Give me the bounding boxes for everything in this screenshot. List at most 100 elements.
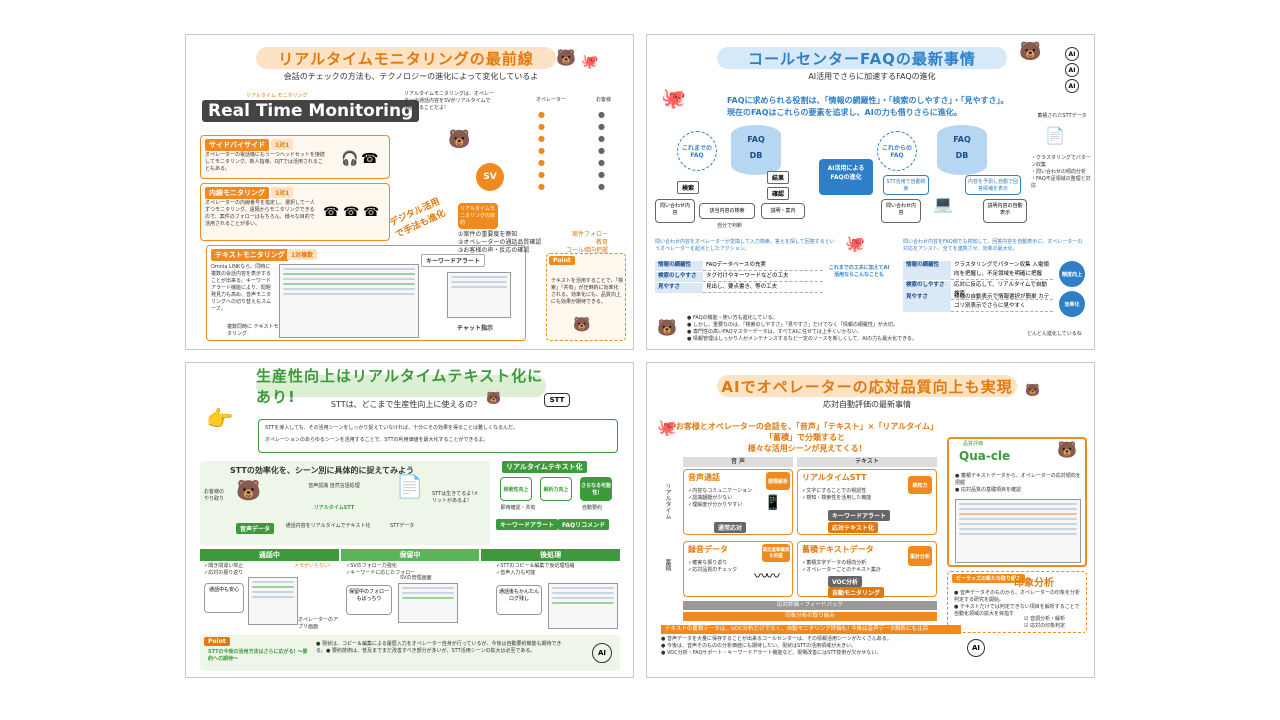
text-column-header: テキスト (797, 457, 937, 467)
slide-faq[interactable]: コールセンターFAQの最新事情 AI活用でさらに加速するFAQの進化 🐻 AI … (646, 34, 1095, 350)
line-ratio: 1対1 (271, 187, 294, 198)
octopus-mascot-icon: 🐙 (581, 54, 599, 70)
q3-points: ✓確実な振り返り ✓応対品質のチェック (688, 560, 738, 573)
slide-stt-productivity[interactable]: 生産性向上はリアルタイムテキスト化にあり! STTは、どこまで生産性向上に使える… (185, 362, 634, 678)
feedback-bar: 応対評価・フィードバック (683, 601, 937, 610)
voice-column-header: 音 声 (683, 457, 793, 467)
rt-text-area: リアルタイムテキスト化 検索性向上 解析力向上 さらなる可能性! 即時確認・共有… (496, 461, 620, 531)
bear-mascot-icon: 🐻 (1025, 383, 1040, 397)
point-card: Point テキストを活用することで、「検索」「共有」が圧倒的に効率化される。効… (546, 253, 626, 341)
q1-badge: 感情解析 (766, 472, 790, 490)
accum-points: ・クラスタリングでパターン収集 ・問い合わせの傾向分析 ・FAQ不足領域の整理と… (1031, 155, 1091, 189)
intro-line1: STTを導入しても、その活用シーンをしっかり捉えていなければ、十分にその効果を得… (265, 425, 518, 431)
q1-tag: 通常応対 (714, 522, 747, 533)
keyword-alert-tag: キーワードアラート (496, 519, 559, 530)
headline-1: お客様とオペレーターの会話を、「音声」「テキスト」×「リアルタイム」「蓄積」で分… (675, 422, 935, 442)
phase2-note: 保留中のフォローもばっちり (346, 585, 392, 615)
quacle-logo: Qua-cle (959, 449, 1011, 463)
phase-after: 後処理 (481, 549, 621, 561)
future-note: ● 現状は、コピー＆編集による履歴入力をオペレーター自身が行っているが、今後は自… (316, 641, 562, 654)
confirm-label: 確認 (767, 187, 790, 200)
recording-card: 録音データ 満足度等確実を把握 ✓確実な振り返り ✓応対品質のチェック 〰〰 (683, 541, 793, 597)
phase2-points: ✓SVのフォロー力強化 ✓キーワードに応じたフォロー (346, 563, 416, 576)
ai-badge: AI (1065, 63, 1079, 77)
search-label: 検索 (677, 181, 700, 194)
ai-badge: AI (1065, 47, 1079, 61)
operator-icon: 🐻 (236, 478, 261, 502)
sv-badge: SV (476, 163, 504, 191)
hero-note: リアルタイムモニタリングは、オペレーターの通話内容をSVがリアルタイムで把握する… (404, 91, 494, 111)
future-title: STTの今後の活用方法はさらに広がる! 〜要約への期待〜 (208, 649, 308, 662)
bear-mascot-icon: 🐻 (486, 391, 501, 405)
impression-title: 印象分析 (1014, 578, 1054, 589)
self-judge-label: 自分で判断 (717, 223, 743, 229)
faq-notes: ● FAQの機能・使い方も進化している。 ● しかし、重要なのは、「検索のしやす… (687, 315, 918, 342)
octopus-mascot-icon: 🐙 (657, 418, 677, 437)
tail-comment: どんどん進化しているね (1027, 331, 1082, 337)
auto-summary: 自動要約 (582, 505, 603, 511)
pointing-hand-icon: 👉 (206, 407, 234, 432)
rt-stt-card: リアルタイムSTT 検知力 ✓文字にすることでの視認性 ✓検知・検索性を活用した… (797, 469, 937, 535)
digital-evolution-arrow: デジタル活用で手法も進化 (388, 196, 448, 241)
quacle-report-screen (955, 499, 1081, 563)
slide-ai-quality[interactable]: AIでオペレーターの応対品質向上も実現 応対自動評価の最新事情 🐻 お客様とオペ… (646, 362, 1095, 678)
q4-tag1: VOC分析 (828, 576, 863, 587)
purpose-list: ①案件の重要度を察知案件フォロー ②オペレーターの通話品質確認教育 ③お客様の声… (458, 231, 608, 255)
sv-screen-label: SVの管理画面 (400, 575, 432, 581)
monitoring-screen-mock (279, 264, 419, 338)
phase1-note: 通話中も安心 (204, 583, 244, 613)
slide3-subtitle: STTは、どこまで生産性向上に使えるの？ (330, 400, 482, 409)
sv-admin-screen (398, 583, 458, 623)
q2-badge: 検知力 (908, 476, 932, 494)
q1-points: ✓内容なコミュニケーション ✓認識齟齬が少ない ✓理解度が分かりやすい (688, 488, 753, 508)
q4-badge: 集計分析 (908, 546, 932, 566)
octopus-ai-icon: 🐙 (845, 234, 865, 253)
waveform-icon: 〰〰 (754, 569, 780, 585)
q2-tag2: 応対テキスト化 (828, 522, 878, 533)
phone-icon: ☎ (363, 205, 380, 220)
analysis-improvement: 解析力向上 (540, 477, 572, 501)
faq-intro-line2: 現在のFAQはこれらの要素を追求し、AIの力も借りさらに進化。 (727, 108, 962, 117)
ai-answer-box: 内容を予測し自動で回答候補を表示 (965, 175, 1021, 195)
sbs-ratio: 1対1 (271, 139, 294, 150)
text-mon-note: 複数同時に テキストモニタリング (227, 324, 284, 337)
phase-bar: 通話中 保留中 後処理 (200, 549, 621, 561)
text-mon-label: テキストモニタリング (211, 249, 289, 261)
phase-hold: 保留中 (340, 549, 480, 561)
q3-badge: 満足度等確実を把握 (762, 544, 790, 562)
before-row-2: 検索のしやすさタグ付けやキーワードなどの工夫 (655, 272, 823, 282)
instant-share: 即時確認・共有 (500, 505, 536, 511)
customer-label: お客様 (596, 97, 612, 103)
ai-badge: AI (1065, 79, 1079, 93)
quacle-points: ● 蓄積テキストデータから、オペレーターの応対傾向を把握 ● 応対品質の基礎項目… (955, 473, 1081, 493)
inquiry-box: 問い合わせ内容 (881, 199, 921, 223)
purpose-item-2: ②オペレーターの通話品質確認教育 (458, 239, 608, 246)
sbs-text: オペレーターの電話機にもう一つヘッドセットを接続してモニタリング。新人指導、OJ… (205, 152, 325, 172)
bear-icon: 🐻 (657, 318, 677, 337)
line-monitoring-card: 内線モニタリング 1対1 オペレーターの内線番号を指定し、選択して一人ずつモニタ… (200, 183, 390, 241)
bottom-banner: テキストの蓄積データは、VOC分析だけでなく、自動モニタリング評価も! 今後は音… (661, 625, 961, 634)
search-improvement: 検索性向上 (500, 477, 532, 501)
before-description: 問い合わせ内容をオペレーターが変換して入力検索。答えを探して回答するというオペレ… (655, 239, 835, 252)
op-screen-label: オペレーターのアプリ画面 (298, 617, 339, 630)
explain-box: 説明・案内 (761, 203, 805, 219)
point-text: テキストを活用することで、「検索」「共有」が圧倒的に効率化される。効率化にも、品… (551, 278, 624, 305)
chat-screen-mock (447, 272, 511, 318)
scene-title: STTの効率化を、シーン別に具体的に捉えてみよう (230, 466, 415, 475)
ai-evolution-arrow: AI活用によるFAQの進化 (819, 159, 873, 195)
text-monitoring-card: テキストモニタリング 1対複数 Omnia LINKなら、同時に複数の会話内容を… (206, 245, 526, 341)
accumulated-stt: 蓄積されたSTTデータ (1037, 113, 1087, 119)
slide-realtime-monitoring[interactable]: リアルタイムモニタリングの最前線 会話のチェックの方法も、テクノロジーの進化によ… (185, 34, 634, 350)
q4-title: 蓄積テキストデータ (802, 545, 874, 554)
purpose-title: リアルタイムモニタリングの目的 (458, 203, 498, 229)
impression-tag: ビーラッズの新たな取り組み (952, 574, 1026, 583)
voice-data-label: 音声データ (236, 523, 275, 534)
slide1-subtitle: 会話のチェックの方法も、テクノロジーの進化によって変化しているよ (283, 72, 539, 81)
stt-auto-search: STT活用で自動検索 (883, 175, 929, 195)
faq-intro-line1: FAQに求められる役割は、「情報の網羅性」・「検索のしやすさ」・「見やすさ」。 (727, 96, 1009, 105)
document-stack-icon: 📄 (1045, 126, 1065, 145)
after-faq-db: FAQ DB (937, 125, 987, 175)
faq-label: FAQ (953, 135, 971, 144)
mid-message: これまでの工夫に加えてAI活用ならこんなことも (828, 265, 890, 278)
